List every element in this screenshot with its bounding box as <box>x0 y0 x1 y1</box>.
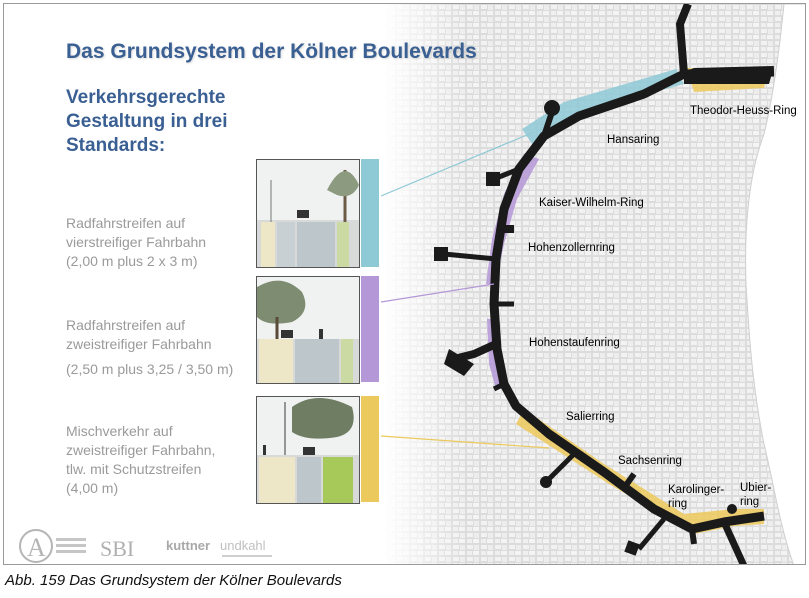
label-line: ring <box>668 498 688 510</box>
label-line: Ubier- <box>740 482 772 494</box>
label-salierring: Salierring <box>566 411 615 423</box>
label-karolingerring: Karolinger- ring <box>668 483 724 511</box>
spur-node <box>444 349 474 376</box>
slide: Das Grundsystem der Kölner Boulevards Ve… <box>3 3 806 565</box>
slide-subtitle: Verkehrsgerechte Gestaltung in drei Stan… <box>66 86 228 158</box>
label-line: ring <box>740 496 760 508</box>
desc-line: Radfahrstreifen auf <box>66 215 186 231</box>
label-line: Karolinger- <box>668 484 725 496</box>
desc-line: (2,00 m plus 2 x 3 m) <box>66 253 198 269</box>
desc-line: vierstreifiger Fahrbahn <box>66 234 207 250</box>
cross-section-image-3 <box>256 396 360 504</box>
map-fade <box>384 4 464 564</box>
spur-node <box>544 100 560 116</box>
band-hansa <box>522 69 684 144</box>
ring-road <box>489 67 775 534</box>
city-map <box>361 4 805 564</box>
subtitle-line: Verkehrsgerechte <box>66 87 226 108</box>
spur <box>689 528 697 545</box>
label-ubierring: Ubier- ring <box>740 481 771 509</box>
kuttner-logo: kuttner <box>166 538 210 553</box>
connector-blue <box>380 131 535 197</box>
logo-subline <box>222 555 272 557</box>
legend-bar-yellow <box>361 396 379 502</box>
legend-bar-purple <box>361 276 379 382</box>
spur <box>541 111 555 137</box>
label-sachsenring: Sachsenring <box>618 455 682 467</box>
standard-1-description: Radfahrstreifen auf vierstreifiger Fahrb… <box>66 214 206 271</box>
spur-node <box>727 504 737 514</box>
desc-line: zweistreifiger Fahrbahn, <box>66 442 216 458</box>
desc-line: Mischverkehr auf <box>66 423 173 439</box>
standard-3-description: Mischverkehr auf zweistreifiger Fahrbahn… <box>66 422 215 498</box>
undkahl-logo: undkahl <box>220 538 266 553</box>
spur <box>637 517 666 551</box>
cross-section-image-2 <box>256 276 360 384</box>
desc-line: (2,50 m plus 3,25 / 3,50 m) <box>66 361 234 377</box>
legend-bar-blue <box>361 159 379 267</box>
connector-yellow <box>380 435 550 449</box>
label-theodor-heuss-ring: Theodor-Heuss-Ring <box>690 105 797 117</box>
desc-line: tlw. mit Schutzstreifen <box>66 461 202 477</box>
spur <box>621 472 637 490</box>
desc-line: Radfahrstreifen auf <box>66 317 186 333</box>
sbi-logo: SBI <box>100 536 134 561</box>
logo-bar: A SBI kuttner undkahl <box>18 528 288 564</box>
desc-line: (4,00 m) <box>66 480 119 496</box>
river-bank <box>745 4 805 564</box>
label-hohenstaufenring: Hohenstaufenring <box>529 337 620 349</box>
spur-node <box>434 247 448 261</box>
subtitle-line: Standards: <box>66 135 166 156</box>
spur-node <box>540 476 552 488</box>
subtitle-line: Gestaltung in drei <box>66 111 228 132</box>
spur <box>720 520 747 564</box>
spur <box>492 381 506 392</box>
ring-north-end <box>684 66 774 84</box>
standard-2-description: Radfahrstreifen auf zweistreifiger Fahrb… <box>66 316 233 379</box>
label-kaiser-wilhelm-ring: Kaiser-Wilhelm-Ring <box>539 197 644 209</box>
acrs-logo: A <box>19 529 86 563</box>
label-hansaring: Hansaring <box>607 134 660 146</box>
spur <box>443 251 497 262</box>
spur <box>547 452 576 481</box>
slide-title: Das Grundsystem der Kölner Boulevards <box>66 40 477 63</box>
svg-text:A: A <box>27 533 46 562</box>
spur-node <box>624 540 640 556</box>
logos-svg: A SBI kuttner undkahl <box>19 529 272 563</box>
spur-node <box>486 172 500 186</box>
label-hohenzollernring: Hohenzollernring <box>528 242 615 254</box>
cross-section-image-1 <box>256 159 360 268</box>
connector-purple <box>380 283 495 303</box>
north-spur <box>675 4 692 75</box>
desc-line: zweistreifiger Fahrbahn <box>66 336 212 352</box>
figure-caption: Abb. 159 Das Grundsystem der Kölner Boul… <box>5 572 342 589</box>
